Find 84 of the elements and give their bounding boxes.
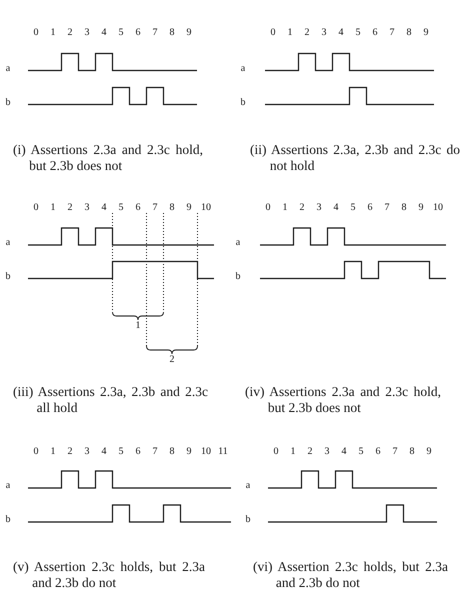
time-tick-label: 8	[402, 203, 406, 213]
time-tick-label: 10	[201, 203, 211, 213]
interval-number: 2	[170, 355, 174, 365]
time-tick-label: 4	[338, 28, 344, 38]
signal-name-label: b	[246, 515, 250, 525]
time-tick-label: 6	[372, 28, 378, 38]
time-tick-label: 1	[290, 447, 296, 457]
time-tick-label: 10	[201, 447, 211, 457]
signal-name-label: a	[6, 481, 10, 491]
time-tick-label: 3	[84, 447, 90, 457]
time-tick-label: 6	[368, 203, 372, 213]
time-tick-label: 1	[50, 28, 56, 38]
time-tick-label: 8	[170, 203, 174, 213]
signal-name-label: a	[6, 64, 10, 74]
time-tick-label: 5	[118, 447, 124, 457]
time-tick-label: 8	[170, 28, 174, 38]
time-tick-label: 5	[118, 28, 124, 38]
time-tick-label: 9	[186, 203, 192, 213]
interval-number: 1	[136, 321, 140, 331]
time-tick-label: 6	[136, 203, 140, 213]
time-tick-label: 0	[274, 447, 278, 457]
signal-name-label: b	[236, 272, 240, 282]
time-tick-label: 3	[84, 28, 90, 38]
time-tick-label: 3	[322, 28, 326, 38]
time-tick-label: 5	[356, 28, 360, 38]
time-tick-label: 2	[304, 28, 310, 38]
time-tick-label: 1	[282, 203, 288, 213]
time-tick-label: 4	[342, 447, 346, 457]
time-tick-label: 1	[50, 203, 56, 213]
time-tick-label: 1	[288, 28, 292, 38]
time-tick-label: 3	[324, 447, 330, 457]
time-tick-label: 4	[334, 203, 338, 213]
time-tick-label: 7	[384, 203, 390, 213]
time-tick-label: 2	[68, 203, 72, 213]
time-tick-label: 7	[152, 203, 158, 213]
time-tick-label: 4	[102, 447, 106, 457]
time-tick-label: 5	[118, 203, 124, 213]
time-tick-label: 7	[152, 28, 158, 38]
signal-name-label: b	[6, 98, 10, 108]
time-tick-label: 8	[410, 447, 414, 457]
time-tick-label: 2	[68, 28, 72, 38]
time-tick-label: 7	[152, 447, 158, 457]
signal-name-label: b	[240, 98, 246, 108]
time-tick-label: 7	[390, 28, 394, 38]
time-tick-label: 8	[170, 447, 174, 457]
time-tick-label: 9	[186, 28, 192, 38]
time-tick-label: 10	[433, 203, 443, 213]
time-tick-label: 8	[406, 28, 412, 38]
time-tick-label: 6	[376, 447, 380, 457]
time-tick-label: 5	[350, 203, 356, 213]
subfigure-caption: (iii) Assertions 2.3a, 2.3b and 2.3c all hold	[13, 384, 208, 416]
subfigure-caption: (vi) Assertion 2.3c holds, but 2.3a and 2.3b do not	[253, 559, 448, 591]
time-tick-label: 0	[266, 203, 270, 213]
signal-name-label: a	[236, 238, 240, 248]
time-tick-label: 7	[392, 447, 398, 457]
time-tick-label: 11	[218, 447, 228, 457]
signal-name-label: b	[6, 515, 10, 525]
time-tick-label: 9	[426, 447, 432, 457]
subfigure-caption: (v) Assertion 2.3c holds, but 2.3a and 2.3b do not	[13, 559, 205, 591]
time-tick-label: 3	[316, 203, 322, 213]
time-tick-label: 6	[136, 28, 140, 38]
signal-name-label: a	[246, 481, 250, 491]
time-tick-label: 0	[270, 28, 276, 38]
time-tick-label: 2	[308, 447, 312, 457]
time-tick-label: 5	[358, 447, 364, 457]
time-tick-label: 0	[34, 28, 38, 38]
time-tick-label: 4	[102, 203, 106, 213]
time-tick-label: 9	[418, 203, 424, 213]
subfigure-caption: (ii) Assertions 2.3a, 2.3b and 2.3c do not hold	[250, 142, 460, 174]
time-tick-label: 4	[102, 28, 106, 38]
time-tick-label: 6	[136, 447, 140, 457]
signal-name-label: a	[6, 238, 10, 248]
time-tick-label: 2	[68, 447, 72, 457]
time-tick-label: 3	[84, 203, 90, 213]
time-tick-label: 0	[34, 203, 38, 213]
subfigure-caption: (i) Assertions 2.3a and 2.3c hold, but 2.3b does not	[13, 142, 203, 174]
signal-name-label: a	[240, 64, 246, 74]
signal-name-label: b	[6, 272, 10, 282]
time-tick-label: 2	[300, 203, 304, 213]
time-tick-label: 1	[50, 447, 56, 457]
time-tick-label: 9	[424, 28, 428, 38]
subfigure-caption: (iv) Assertions 2.3a and 2.3c hold, but 2.3b does not	[245, 384, 441, 416]
time-tick-label: 0	[34, 447, 38, 457]
time-tick-label: 9	[186, 447, 192, 457]
